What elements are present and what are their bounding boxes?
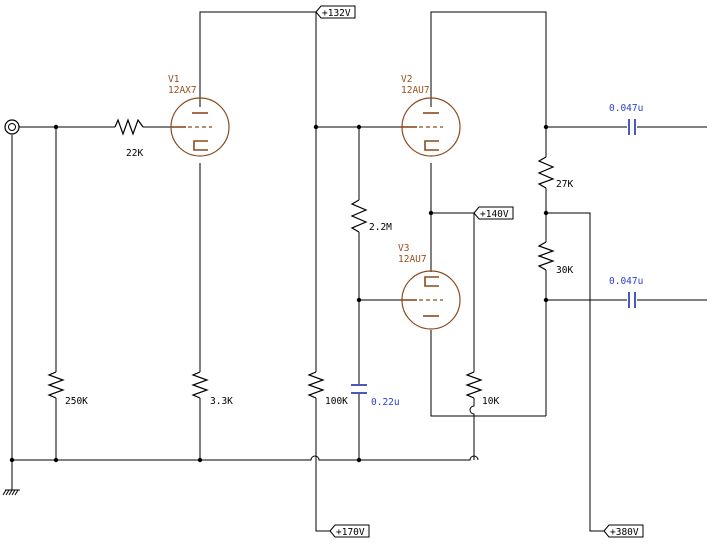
tube-v3-ref: V3: [398, 243, 409, 254]
resistor-3k3-label: 3.3K: [210, 396, 233, 407]
resistor-100k-label: 100K: [325, 396, 348, 407]
resistor-27k: 27K: [537, 156, 573, 190]
tube-v1-ref: V1: [168, 74, 180, 85]
wires: [2, 11, 707, 532]
voltage-tag-170v: +170V: [329, 524, 370, 538]
capacitor-0-22u-label: 0.22u: [371, 397, 400, 408]
resistor-22k-label: 22K: [126, 148, 143, 159]
voltage-tag-170v-label: +170V: [336, 527, 365, 538]
resistor-27k-label: 27K: [556, 179, 573, 190]
resistor-250k: 250K: [47, 371, 88, 407]
capacitor-0-22u: 0.22u: [351, 384, 400, 408]
resistor-100k: 100K: [307, 371, 348, 407]
tube-v1-type: 12AX7: [168, 85, 197, 96]
tube-v2-type: 12AU7: [401, 85, 430, 96]
capacitor-out2-label: 0.047u: [609, 276, 643, 287]
resistor-10k: 10K: [465, 371, 499, 407]
resistor-3k3: 3.3K: [191, 371, 233, 407]
resistor-30k-label: 30K: [556, 265, 573, 276]
voltage-tag-140v: +140V: [473, 206, 514, 220]
tube-v2: V2 12AU7: [401, 74, 461, 157]
tube-v3: V3 12AU7: [398, 243, 461, 330]
resistor-2m2-label: 2.2M: [369, 222, 392, 233]
tube-v1: V1 12AX7: [168, 74, 230, 157]
tube-v2-ref: V2: [401, 74, 412, 85]
input-jack-icon: [4, 119, 20, 135]
voltage-tag-132v: +132V: [315, 5, 356, 19]
capacitor-out1: 0.047u: [609, 103, 643, 135]
voltage-tag-132v-label: +132V: [322, 8, 351, 19]
resistor-22k: 22K: [114, 118, 144, 159]
resistor-250k-label: 250K: [65, 396, 88, 407]
junctions: [9, 124, 549, 463]
voltage-tag-140v-label: +140V: [480, 209, 509, 220]
capacitor-out1-label: 0.047u: [609, 103, 643, 114]
resistor-2m2: 2.2M: [350, 199, 392, 233]
voltage-tag-380v-label: +380V: [610, 527, 639, 538]
voltage-tag-380v: +380V: [603, 524, 644, 538]
resistor-30k: 30K: [537, 241, 573, 276]
tube-v3-type: 12AU7: [398, 254, 427, 265]
capacitor-out2: 0.047u: [609, 276, 643, 308]
resistor-10k-label: 10K: [482, 396, 499, 407]
